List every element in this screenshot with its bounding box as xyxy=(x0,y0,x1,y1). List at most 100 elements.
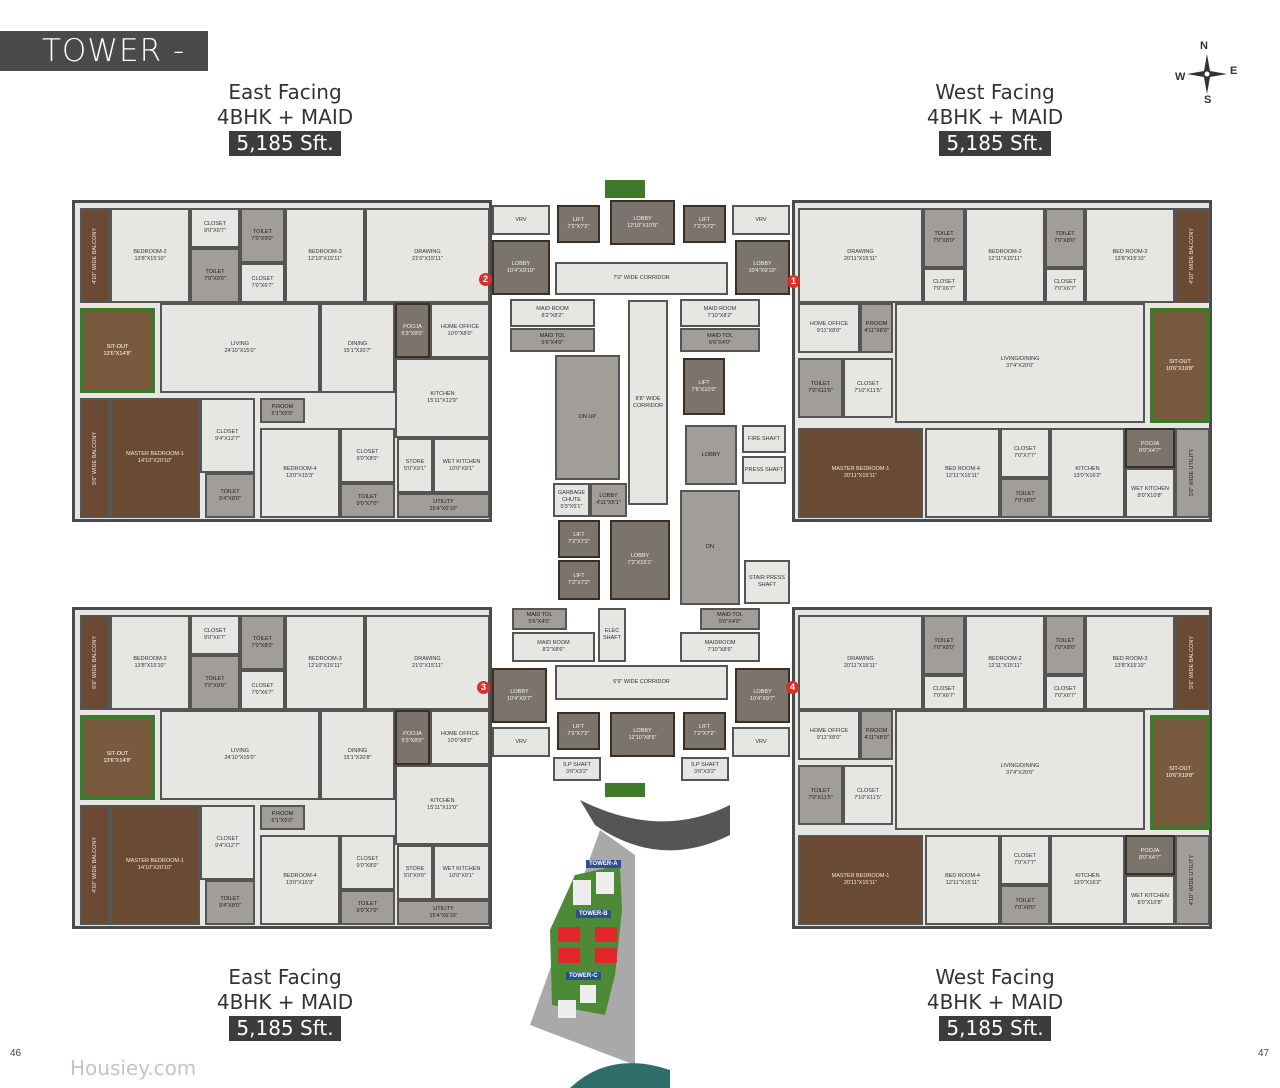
compass-south: S xyxy=(1204,94,1212,106)
room-name: CLOSET xyxy=(203,221,226,227)
room-name: LOBBY xyxy=(753,688,772,695)
room-name: BEDROOM-2 xyxy=(988,248,1022,255)
room-name: CLOSET xyxy=(356,448,379,455)
room-name: STAIR PRESS SHAFT xyxy=(749,575,785,588)
room-name: MASTER BEDROOM-1 xyxy=(831,466,890,472)
room-name: HOME OFFICE xyxy=(440,323,480,330)
room-size: 10'4"X9'10" xyxy=(748,267,777,274)
room-5-6-wide-utility: 5'6" WIDE UTILITY xyxy=(1175,428,1210,518)
room-name: BED ROOM-4 xyxy=(945,873,980,879)
room-7-0-wide-corridor: 7'0" WIDE CORRIDOR xyxy=(555,262,728,295)
room-name: 4'10" WIDE BALCONY xyxy=(91,227,98,284)
room-name: LIVING/DINING xyxy=(1000,356,1040,362)
room-name: DINING xyxy=(347,748,368,754)
room-name: FIRE SHAFT xyxy=(747,435,781,442)
unit-type: 4BHK + MAID xyxy=(926,990,1064,1014)
room-size: 7'0"X6'7" xyxy=(933,285,955,292)
room-fire-shaft: FIRE SHAFT xyxy=(742,425,786,453)
room-size: 20'11"X15'11" xyxy=(843,473,878,479)
room-name: P.ROOM xyxy=(865,321,888,327)
room-size: 20'11"X15'11" xyxy=(843,880,878,886)
room-name: MAID TOL xyxy=(539,333,566,339)
room-name: CLOSET xyxy=(932,685,955,692)
unit-type: 4BHK + MAID xyxy=(216,105,354,129)
room-name: BEDROOM-2 xyxy=(133,655,167,662)
room-size: 10'0"X8'0" xyxy=(447,330,473,337)
room-size: 9'4"X8'0" xyxy=(219,902,241,909)
room-size: 7'0"X9'0" xyxy=(204,682,226,689)
room-name: LOBBY xyxy=(511,260,531,267)
room-name: P.ROOM xyxy=(865,728,888,734)
room-name: MAID TOL xyxy=(707,333,733,339)
room-name: PRESS SHAFT xyxy=(744,466,784,473)
facing: West Facing xyxy=(935,965,1055,989)
room-name: BEDROOM-2 xyxy=(988,655,1022,662)
room-name: VRV xyxy=(755,216,767,223)
room-name: 4'10" WIDE UTILITY xyxy=(1189,854,1195,906)
room-size: 5'3"X8'0" xyxy=(401,330,424,337)
room-size: 10'0"X8'0" xyxy=(447,737,473,744)
room-name: S.P SHAFT xyxy=(690,762,720,768)
unit-heading-bottom-left: East Facing 4BHK + MAID 5,185 Sft. xyxy=(155,965,415,1041)
room-size: 5'6"X4'0" xyxy=(709,340,731,346)
room-name: S.P SHAFT xyxy=(562,762,592,768)
room-size: 7'2"X7'2" xyxy=(567,731,590,737)
room-name: TOILET xyxy=(252,635,273,642)
room-size: 12'11"X15'11" xyxy=(945,473,980,479)
room-size: 5'0"X9'0" xyxy=(404,872,426,879)
room-name: BED ROOM-3 xyxy=(1112,248,1148,255)
room-name: LIVING/DINING xyxy=(1000,763,1040,769)
room-name: HOME OFFICE xyxy=(809,321,849,327)
room-4-10-wide-balcony: 4'10" WIDE BALCONY xyxy=(80,805,110,925)
room-size: 9'4"X12'7" xyxy=(215,435,240,442)
room-size: 7'10"X11'5" xyxy=(854,795,882,801)
room-size: 37'4"X20'0" xyxy=(1005,770,1035,776)
room-lobby: LOBBY xyxy=(685,425,737,485)
room-name: LIFT xyxy=(573,532,585,538)
room-5-6-wide-balcony: 5'6" WIDE BALCONY xyxy=(1175,615,1210,710)
room-name: KITCHEN xyxy=(430,391,455,397)
room-name: SIT-OUT xyxy=(1169,358,1191,365)
room-name: TOILET xyxy=(810,381,831,387)
room-name: LOBBY xyxy=(630,553,650,559)
room-name: CLOSET xyxy=(1013,446,1036,452)
unit-type: 4BHK + MAID xyxy=(926,105,1064,129)
room-size: 7'10"X8'6" xyxy=(707,647,733,653)
room-name: MASTER BEDROOM-1 xyxy=(126,858,184,864)
room-name: 5'6" WIDE BALCONY xyxy=(1189,636,1195,689)
room-name: CLOSET xyxy=(203,628,226,634)
room-name: BEDROOM-2 xyxy=(133,248,167,255)
room-name: CLOSET xyxy=(216,428,239,435)
room-size: 9'0"X6'7" xyxy=(204,635,226,641)
room-name: TOILET xyxy=(934,231,954,237)
room-press-shaft: PRESS SHAFT xyxy=(742,456,786,484)
room-size: 7'2"X7'2" xyxy=(693,731,716,737)
